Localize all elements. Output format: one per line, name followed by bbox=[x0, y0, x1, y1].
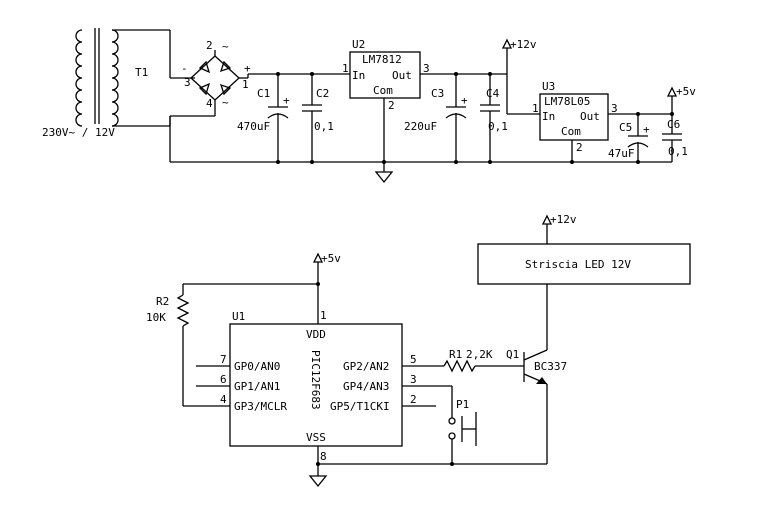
capacitor-c3 bbox=[445, 74, 467, 162]
u1-pin-vdd: 1 bbox=[320, 309, 327, 322]
resistor-r2 bbox=[176, 284, 230, 407]
u2-pin-out: 3 bbox=[423, 62, 430, 75]
u1-label-gp4: GP4/AN3 bbox=[343, 380, 389, 393]
t1-rating: 230V~ / 12V bbox=[42, 126, 115, 139]
r2-value: 10K bbox=[146, 311, 166, 324]
q1-part: BC337 bbox=[534, 360, 567, 373]
led-strip-label: Striscia LED 12V bbox=[525, 258, 631, 271]
bridge-pin-3: 3 bbox=[184, 76, 191, 89]
u2-in: In bbox=[352, 69, 365, 82]
q1-ref: Q1 bbox=[506, 348, 519, 361]
u1-label-gp5: GP5/T1CKI bbox=[330, 400, 390, 413]
resistor-r1 bbox=[443, 359, 524, 373]
u1-label-gp0: GP0/AN0 bbox=[234, 360, 280, 373]
u3-pin-in: 1 bbox=[532, 102, 539, 115]
u1-label-gp1: GP1/AN1 bbox=[234, 380, 280, 393]
rail-5v-top: +5v bbox=[676, 85, 696, 98]
led-strip bbox=[477, 243, 691, 285]
u3-pin-com: 2 bbox=[576, 141, 583, 154]
regulator-u2 bbox=[349, 51, 421, 99]
c2-value: 0,1 bbox=[314, 120, 334, 133]
c3-ref: C3 bbox=[431, 87, 444, 100]
u3-part: LM78L05 bbox=[544, 95, 590, 108]
u3-out: Out bbox=[580, 110, 600, 123]
rail-12v-top: +12v bbox=[510, 38, 537, 51]
c1-value: 470uF bbox=[237, 120, 270, 133]
c4-ref: C4 bbox=[486, 87, 500, 100]
c5-value: 47uF bbox=[608, 147, 635, 160]
t1-ref: T1 bbox=[135, 66, 148, 79]
capacitor-c4 bbox=[480, 74, 500, 162]
u1-pin-vss: 8 bbox=[320, 450, 327, 463]
bridge-pin-2: 2 bbox=[206, 39, 213, 52]
u3-pin-out: 3 bbox=[611, 102, 618, 115]
u1-vss: VSS bbox=[306, 431, 326, 444]
u1-label-gp3: GP3/MCLR bbox=[234, 400, 287, 413]
u2-pin-in: 1 bbox=[342, 62, 349, 75]
capacitor-c1 bbox=[267, 74, 289, 162]
r1-ref: R1 bbox=[449, 348, 462, 361]
u3-com: Com bbox=[561, 125, 581, 138]
rail-5v-top-arrow bbox=[666, 86, 678, 97]
c6-ref: C6 bbox=[667, 118, 680, 131]
capacitor-c2 bbox=[302, 74, 322, 162]
u2-pin-com: 2 bbox=[388, 99, 395, 112]
c2-ref: C2 bbox=[316, 87, 329, 100]
u1-pin-3: 3 bbox=[410, 373, 417, 386]
u2-part: LM7812 bbox=[362, 53, 402, 66]
u1-pin-6: 6 bbox=[220, 373, 227, 386]
pushbutton-p1 bbox=[448, 386, 477, 464]
rail-5v-bottom: +5v bbox=[321, 252, 341, 265]
bridge-rectifier bbox=[190, 50, 249, 116]
u2-out: Out bbox=[392, 69, 412, 82]
bridge-ac-top: ~ bbox=[222, 40, 229, 53]
transformer-t1 bbox=[75, 28, 215, 127]
c6-value: 0,1 bbox=[668, 145, 688, 158]
c5-plus: + bbox=[643, 123, 650, 136]
u1-pin-7: 7 bbox=[220, 353, 227, 366]
u1-part: PIC12F683 bbox=[309, 350, 322, 410]
r2-ref: R2 bbox=[156, 295, 169, 308]
c1-plus: + bbox=[283, 94, 290, 107]
capacitor-c5 bbox=[627, 114, 649, 162]
c3-plus: + bbox=[461, 94, 468, 107]
bridge-ac-bottom: ~ bbox=[222, 96, 229, 109]
bridge-minus: - bbox=[181, 62, 188, 75]
r1-value: 2,2K bbox=[466, 348, 493, 361]
microcontroller-u1 bbox=[229, 323, 403, 447]
u1-pin-5: 5 bbox=[410, 353, 417, 366]
bridge-pin-1: 1 bbox=[242, 78, 249, 91]
bridge-plus: + bbox=[244, 62, 251, 75]
u3-ref: U3 bbox=[542, 80, 555, 93]
rail-12v-bottom: +12v bbox=[550, 213, 577, 226]
u2-com: Com bbox=[373, 84, 393, 97]
c1-ref: C1 bbox=[257, 87, 270, 100]
bridge-pin-4: 4 bbox=[206, 97, 213, 110]
u1-pin-4: 4 bbox=[220, 393, 227, 406]
transistor-q1 bbox=[523, 349, 548, 464]
regulator-u3 bbox=[539, 93, 609, 141]
u1-vdd: VDD bbox=[306, 328, 326, 341]
u1-pin-2: 2 bbox=[410, 393, 417, 406]
u1-label-gp2: GP2/AN2 bbox=[343, 360, 389, 373]
u3-in: In bbox=[542, 110, 555, 123]
u1-ref: U1 bbox=[232, 310, 245, 323]
c3-value: 220uF bbox=[404, 120, 437, 133]
c5-ref: C5 bbox=[619, 121, 632, 134]
rail-12v-top-arrow bbox=[501, 38, 513, 49]
ground-symbol-top bbox=[374, 171, 394, 184]
u2-ref: U2 bbox=[352, 38, 365, 51]
c4-value: 0,1 bbox=[488, 120, 508, 133]
ground-symbol-bottom bbox=[308, 475, 328, 488]
p1-ref: P1 bbox=[456, 398, 469, 411]
